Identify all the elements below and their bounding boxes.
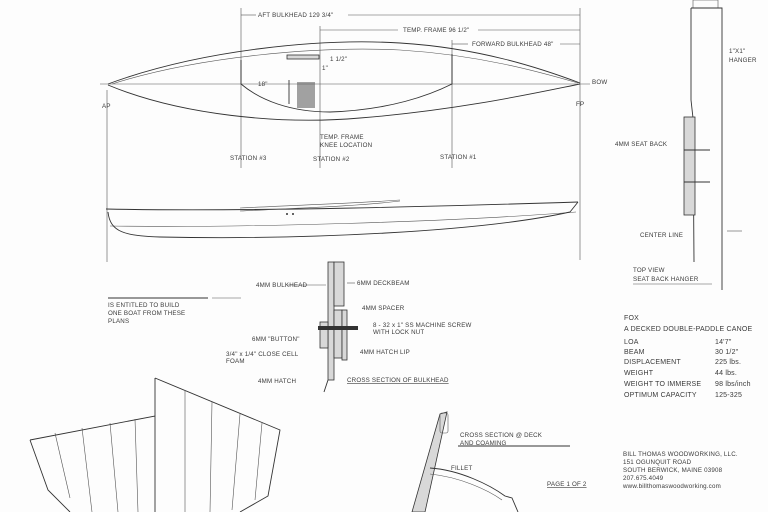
hull-side-profile [105,199,579,239]
deck-section-title-2: AND COAMING [460,440,507,447]
spec-loa-value: 14'7" [715,339,732,346]
machine-screw-label-2: WITH LOCK NUT [373,329,424,336]
spec-beam-label: BEAM [624,349,645,356]
page-number: PAGE 1 OF 2 [547,481,587,488]
hanger-label: HANGER [729,57,757,64]
hanger-title-2: SEAT BACK HANGER [633,276,699,283]
spacer-label: 4MM SPACER [362,305,405,312]
spec-capacity-label: OPTIMUM CAPACITY [624,392,697,399]
company-block: BILL THOMAS WOODWORKING, LLC. 151 OGUNQU… [622,451,738,490]
license-line-1: IS ENTITLED TO BUILD [108,302,180,309]
spec-weight-value: 44 lbs. [715,370,737,377]
temp-frame-dimension: TEMP. FRAME 96 1/2" [403,27,469,34]
company-street: 151 OGUNQUIT ROAD [623,459,692,466]
spec-displacement-label: DISPLACEMENT [624,359,681,366]
dimension-1-5: 1 1/2" [330,56,347,63]
spec-immerse-label: WEIGHT TO IMMERSE [624,381,701,388]
spec-beam-value: 30 1/2" [715,349,739,356]
station-2-label: STATION #2 [313,156,350,163]
hull-sections-drawing [29,377,281,512]
hanger-size-label: 1"X1" [729,48,745,55]
hatch-lip-label: 4MM HATCH LIP [360,349,410,356]
boat-name: FOX [624,315,639,322]
center-line-label: CENTER LINE [640,232,683,239]
fillet-label: FILLET [451,465,473,472]
seat-hatching [297,82,315,108]
license-line-3: PLANS [108,318,129,325]
station-3-label: STATION #3 [230,155,267,162]
spec-weight-label: WEIGHT [624,370,654,377]
seat-back-label: 4MM SEAT BACK [615,141,668,148]
specs-block: FOX A DECKED DOUBLE-PADDLE CANOE LOA 14'… [624,315,753,399]
seat-back-hanger-drawing [633,0,742,290]
company-name: BILL THOMAS WOODWORKING, LLC. [623,451,738,458]
bulkhead-4mm-label: 4MM BULKHEAD [256,282,308,289]
station-1-label: STATION #1 [440,154,477,161]
ap-label: AP [102,103,111,110]
hull-top-view [100,41,590,121]
deckbeam-label: 6MM DECKBEAM [357,280,410,287]
button-label: 6MM "BUTTON" [252,336,300,343]
bulkhead-section-title: CROSS SECTION OF BULKHEAD [347,377,449,384]
bow-label: BOW [592,79,607,86]
company-phone: 207.675.4049 [623,475,664,482]
dimension-1: 1" [322,65,328,72]
spec-immerse-value: 98 lbs/inch [715,381,751,388]
hanger-title-1: TOP VIEW [633,267,665,274]
hatch-label: 4MM HATCH [258,378,296,385]
spec-displacement-value: 225 lbs. [715,359,741,366]
boat-subtitle: A DECKED DOUBLE-PADDLE CANOE [624,326,753,333]
aft-bulkhead-dimension: AFT BULKHEAD 129 3/4" [258,12,333,19]
bulkhead-cross-section [318,261,358,393]
knee-label-1: TEMP. FRAME [320,134,364,141]
forward-bulkhead-dimension: FORWARD BULKHEAD 48" [472,41,554,48]
machine-screw-label-1: 8 - 32 x 1" SS MACHINE SCREW [373,322,472,329]
fp-label: FP [576,101,584,108]
dimension-lines [106,8,581,262]
foam-label-2: FOAM [226,358,245,365]
foam-label-1: 3/4" x 1/4" CLOSE CELL [226,351,299,358]
company-website[interactable]: www.billthomaswoodworking.com [622,483,721,490]
license-line-2: ONE BOAT FROM THESE [108,310,185,317]
deck-section-title-1: CROSS SECTION @ DECK [460,432,543,439]
spec-capacity-value: 125-325 [715,392,742,399]
dimension-18: 18" [258,81,268,88]
spec-loa-label: LOA [624,339,639,346]
knee-label-2: KNEE LOCATION [320,142,372,149]
deck-coaming-section [411,411,519,512]
company-city: SOUTH BERWICK, MAINE 03908 [623,467,723,474]
